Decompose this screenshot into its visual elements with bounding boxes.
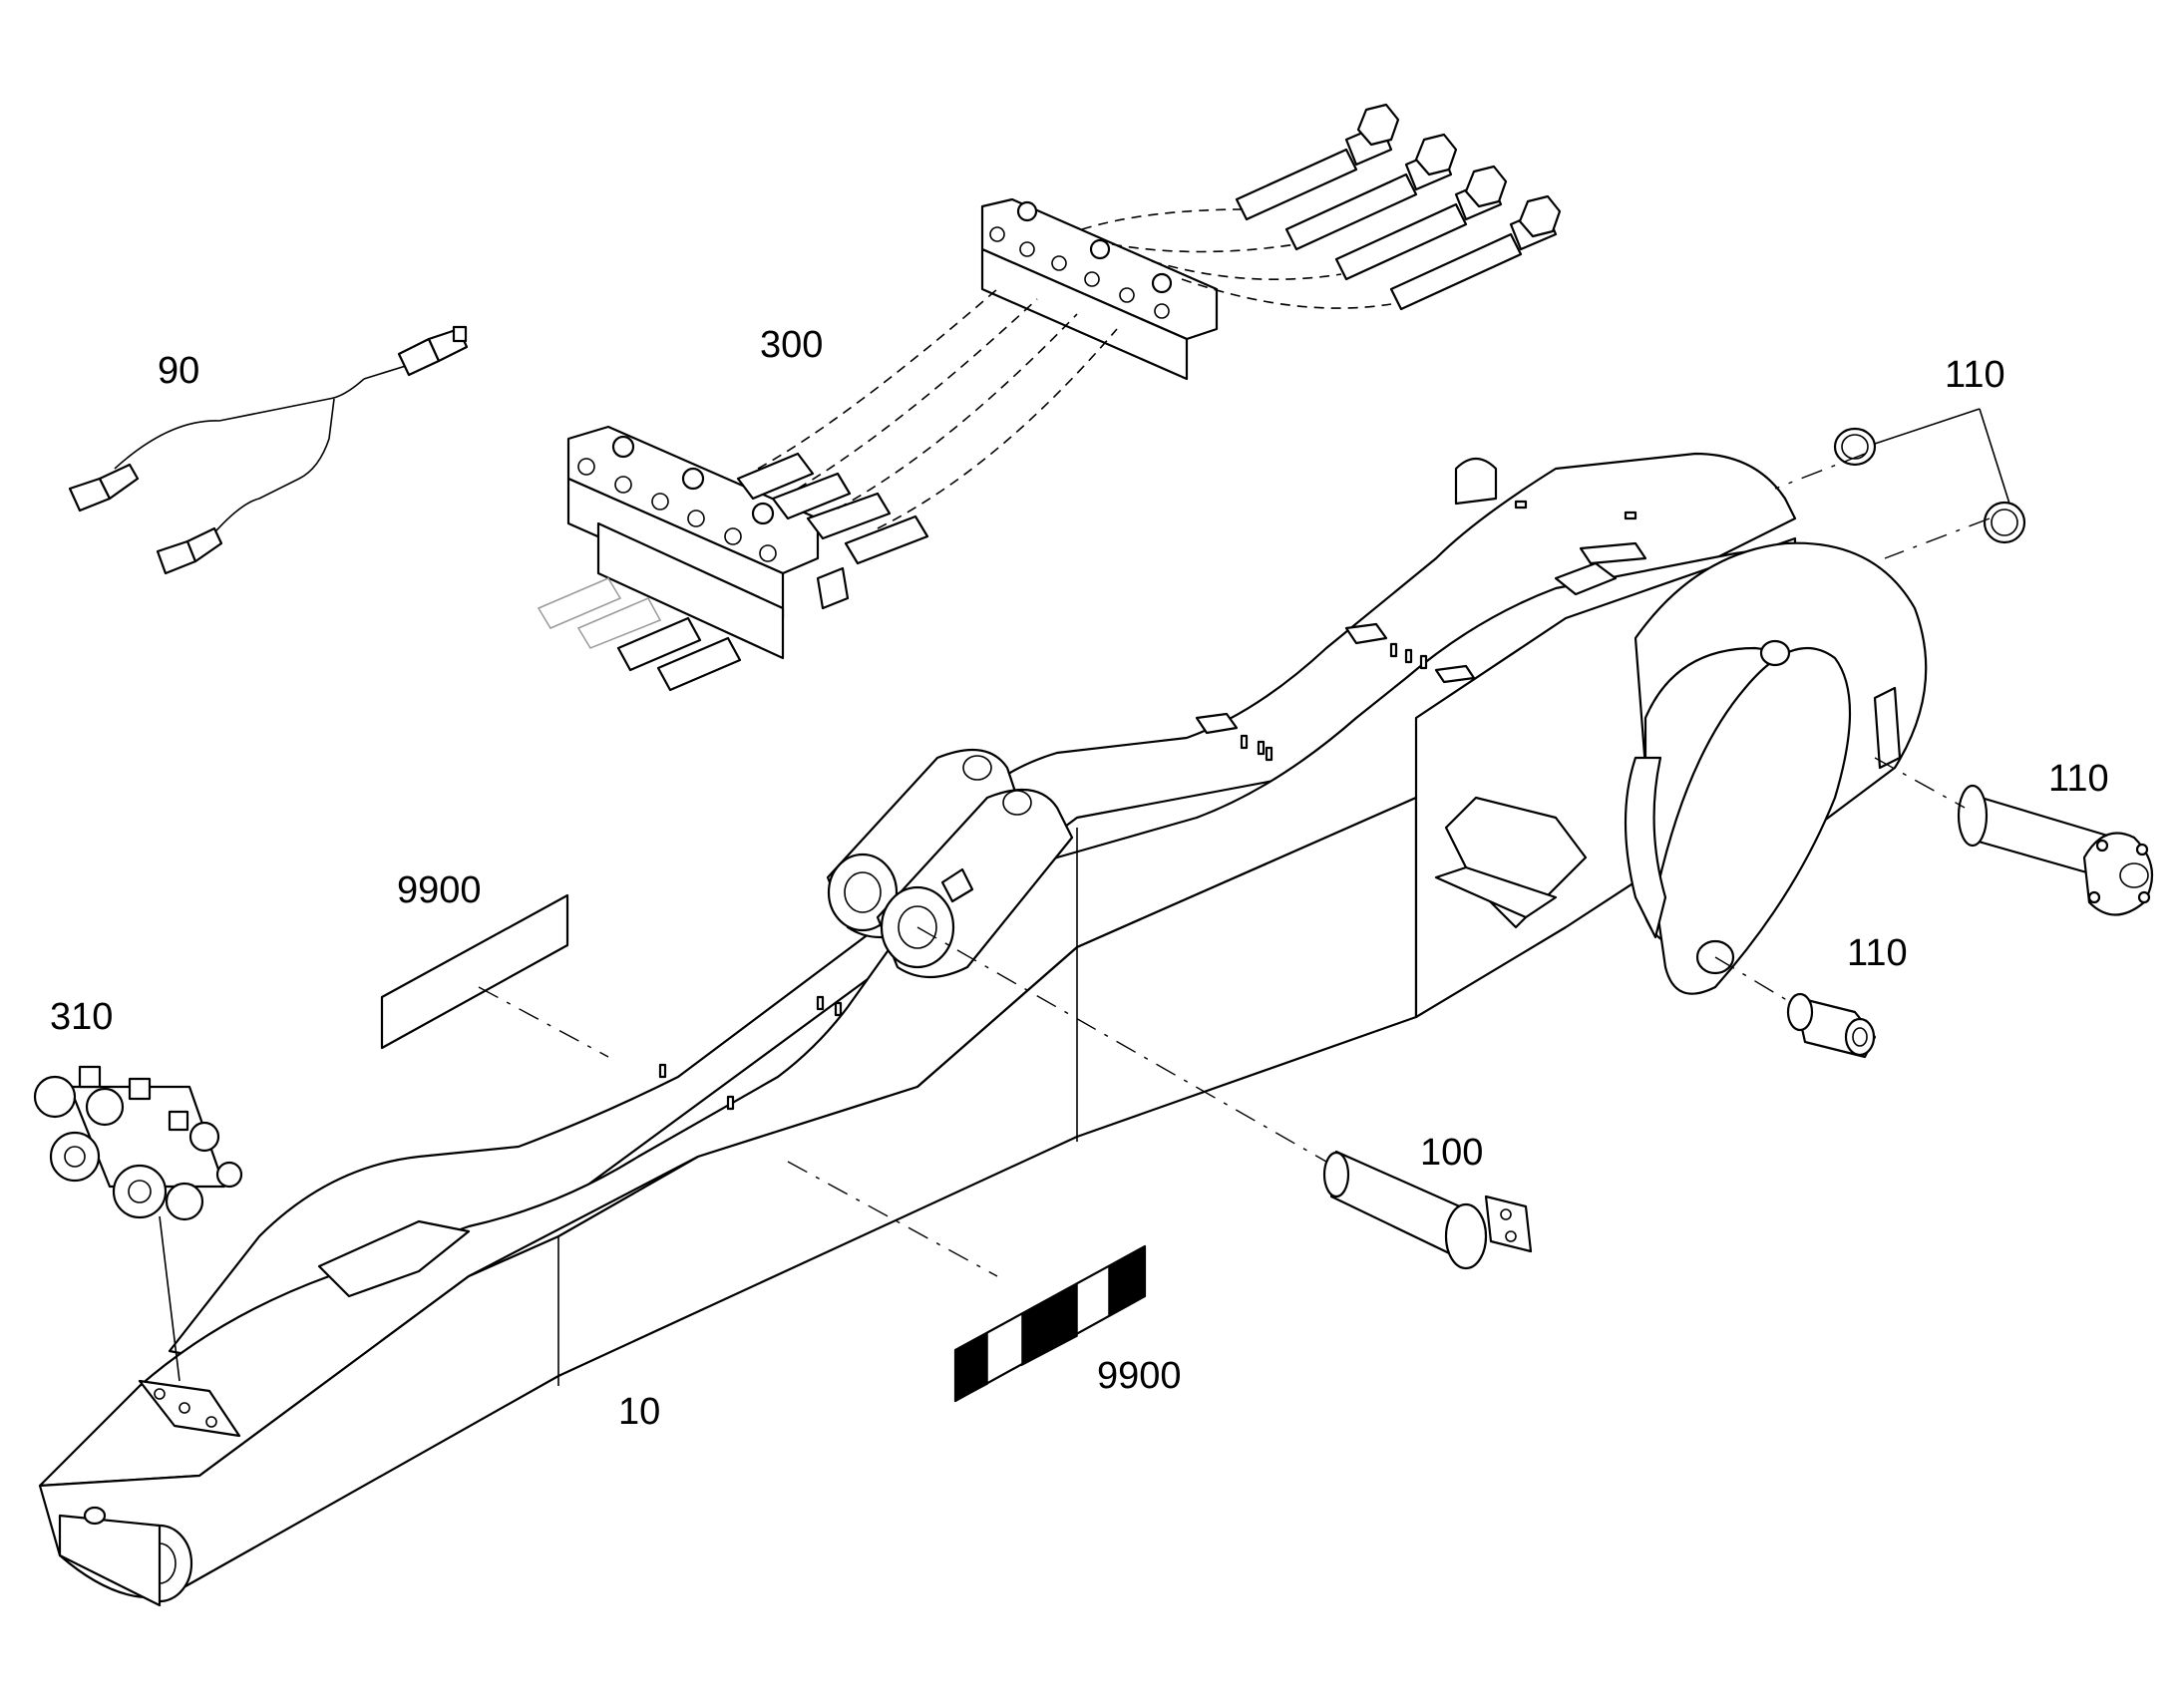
callout-110-bushing: 110	[1847, 932, 1908, 974]
pin-with-lockplate-100	[1322, 1150, 1533, 1270]
boom-top-slot	[317, 1219, 471, 1298]
boom-rear-pivot	[1434, 457, 1928, 995]
striped-decal-9900	[953, 1244, 1147, 1403]
grease-fitting-block-310	[33, 1065, 243, 1438]
warning-plate-9900	[380, 893, 569, 1050]
callout-90: 90	[158, 350, 199, 392]
sensor-cable-90	[68, 325, 469, 575]
bushing-110	[1786, 992, 1877, 1059]
hose-clamp-assembly-300	[537, 103, 1562, 692]
hose-routing-dashed	[757, 208, 1392, 529]
o-rings-110	[1833, 408, 2026, 544]
leader-lines	[478, 453, 1991, 1277]
boom-far-side-plate	[168, 452, 1797, 1378]
callout-110-pin: 110	[2048, 758, 2109, 800]
callout-110-rings: 110	[1945, 354, 2005, 396]
hose-bundle-lower	[537, 452, 929, 692]
callout-100: 100	[1420, 1132, 1483, 1174]
callout-labels: 90 300 110 110 110 9900 310 100 9900 10	[50, 324, 2109, 1433]
callout-9900-plate: 9900	[397, 869, 482, 911]
boom-arm	[38, 452, 1928, 1607]
callout-9900-decal: 9900	[1097, 1355, 1182, 1397]
boom-near-side-plate	[38, 796, 1418, 1599]
callout-300: 300	[760, 324, 823, 366]
callout-10: 10	[618, 1391, 660, 1433]
rear-ear-plate	[1653, 646, 1852, 995]
boom-front-lug	[58, 1514, 162, 1607]
hose-bundle-upper	[1235, 103, 1562, 311]
cylinder-mount-lugs	[826, 748, 1074, 978]
callout-310: 310	[50, 996, 113, 1038]
pivot-pin-110	[1957, 784, 2154, 916]
